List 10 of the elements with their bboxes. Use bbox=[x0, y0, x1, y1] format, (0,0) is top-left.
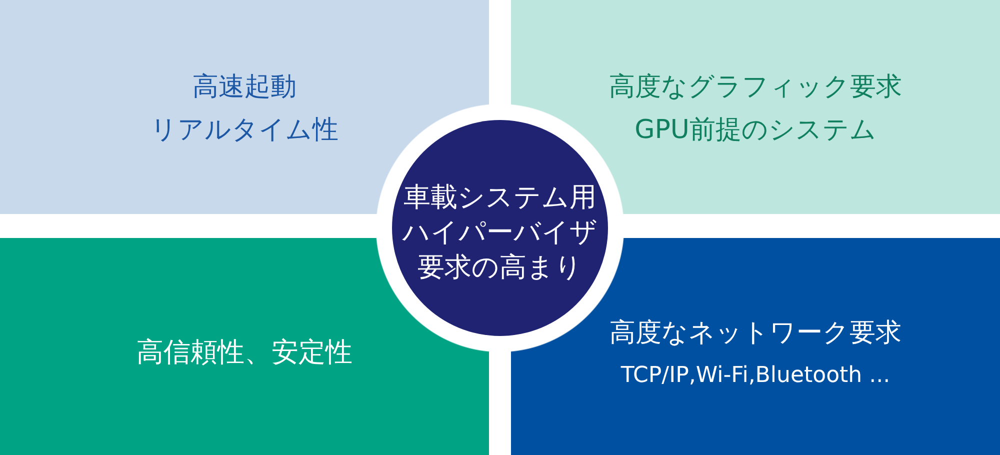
panel-text: リアルタイム性 bbox=[150, 114, 338, 147]
panel-text: 高度なネットワーク要求 bbox=[610, 316, 902, 350]
hub-text: 車載システム用ハイパーバイザ要求の高まり bbox=[401, 180, 598, 284]
panel-text: 高信頼性、安定性 bbox=[136, 336, 352, 370]
panel-text: TCP/IP,Wi-Fi,Bluetooth ... bbox=[620, 362, 890, 390]
panel-text: GPU前提のシステム bbox=[634, 114, 876, 147]
quadrant-panel bbox=[0, 0, 489, 214]
panel-text: 高速起動 bbox=[192, 71, 296, 104]
quadrant-panel bbox=[511, 0, 1000, 214]
panel-text: 高度なグラフィック要求 bbox=[609, 71, 902, 104]
